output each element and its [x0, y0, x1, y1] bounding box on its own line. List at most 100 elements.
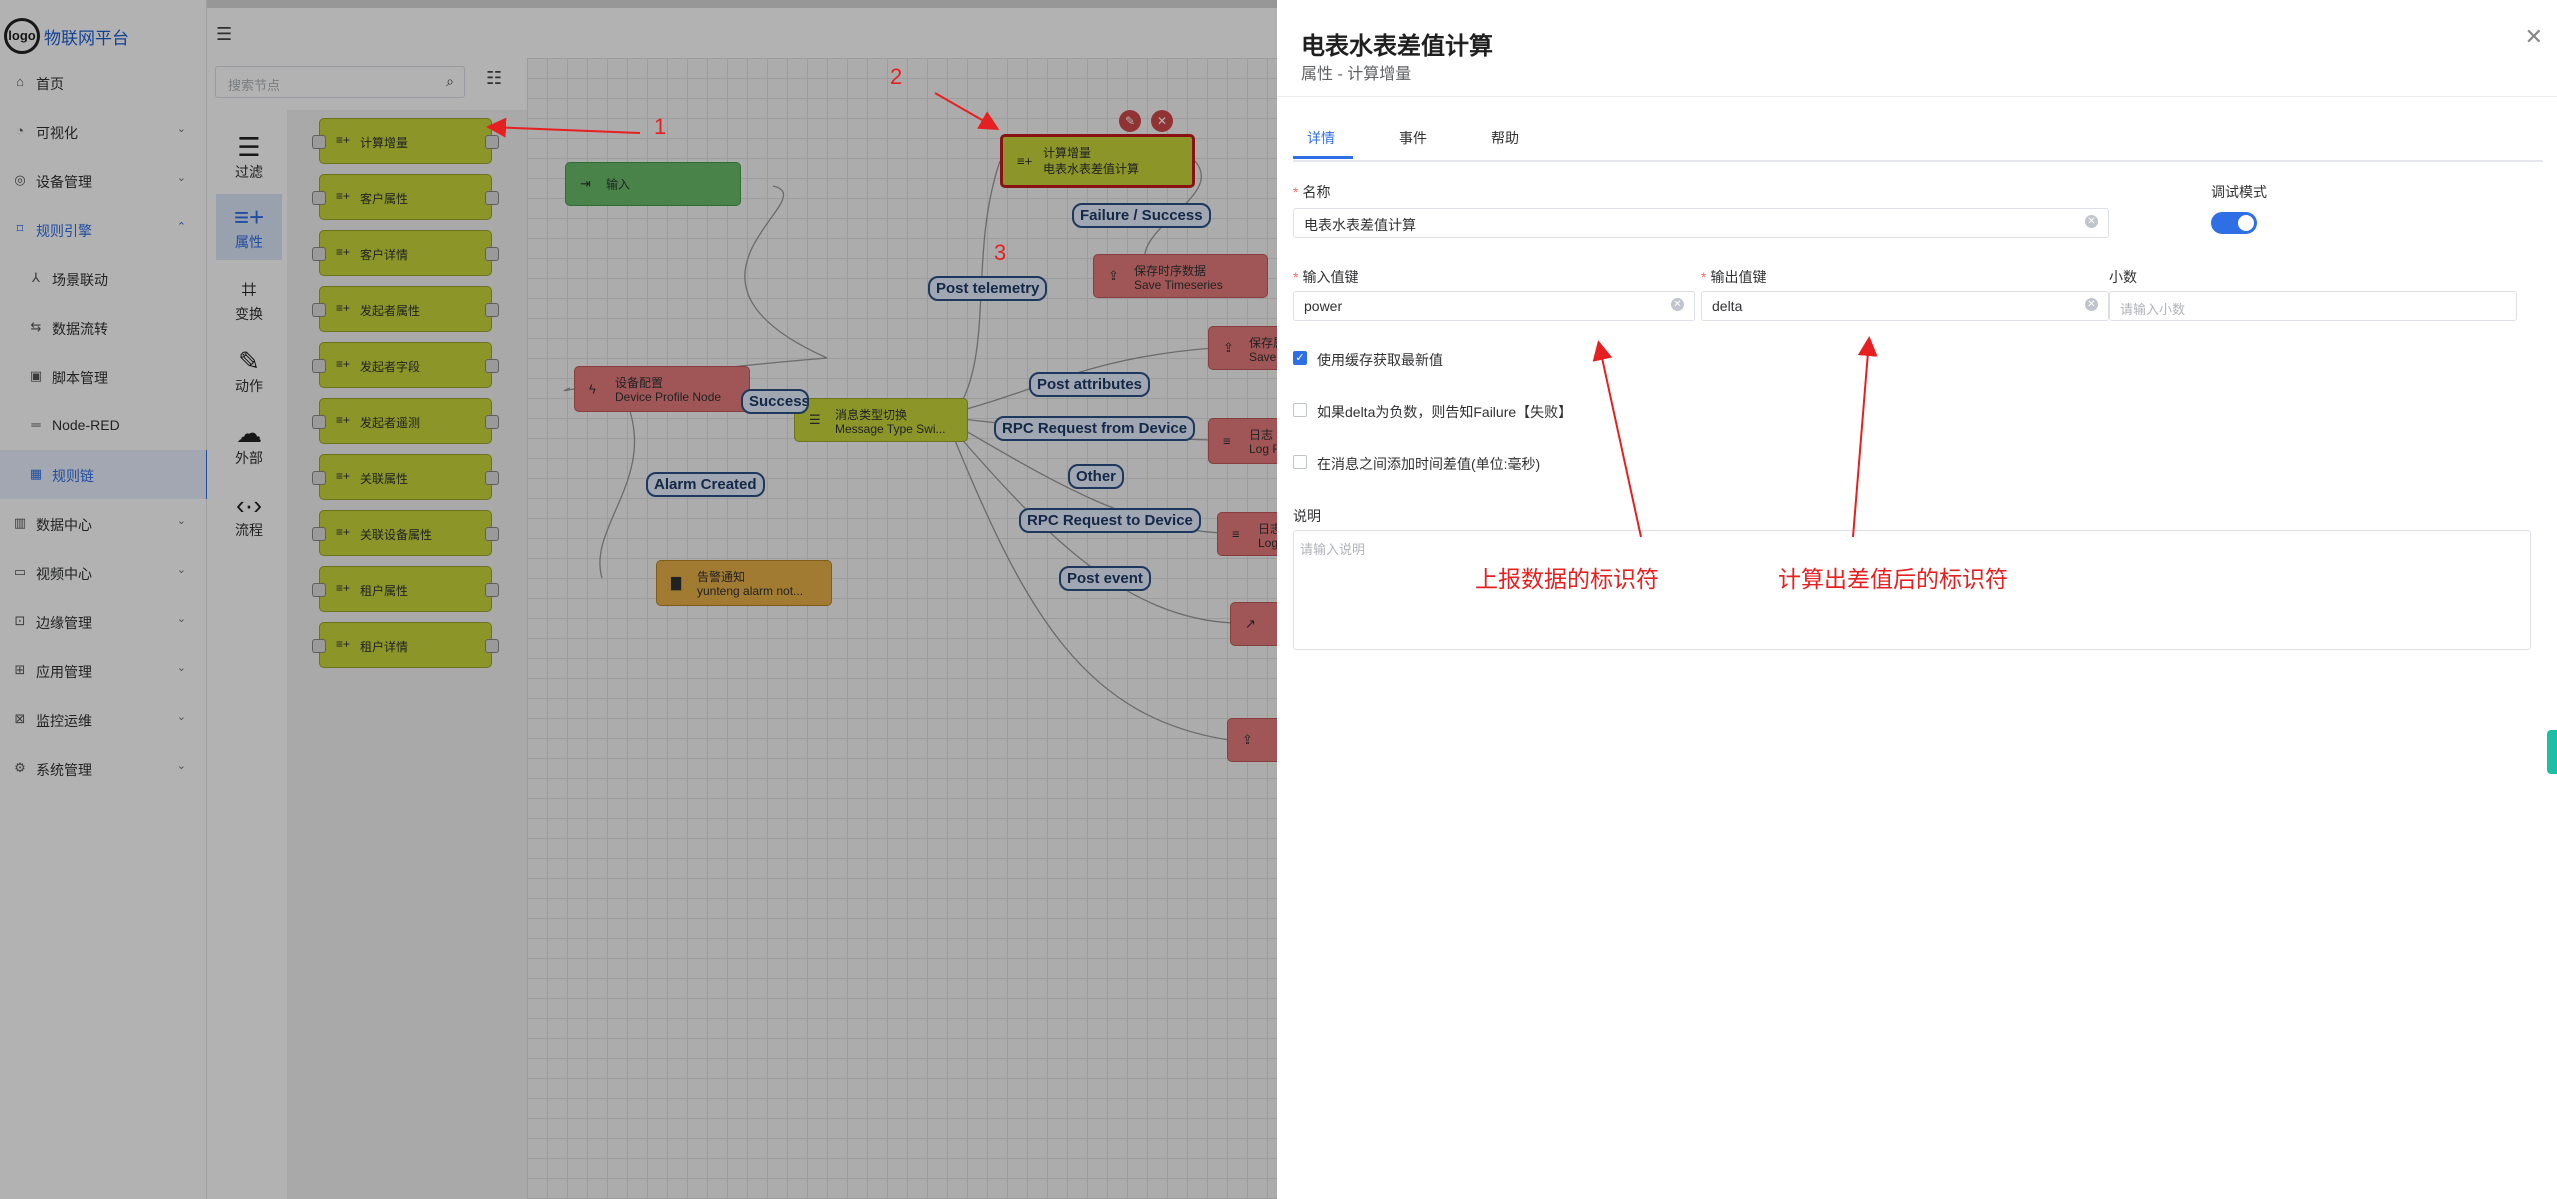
menu-item-device-management[interactable]: ◎ 设备管理 ⌄	[0, 156, 206, 205]
library-node-label: 客户详情	[360, 248, 409, 262]
edge-label-post-attributes[interactable]: Post attributes	[1029, 372, 1151, 397]
menu-label: 系统管理	[36, 762, 92, 778]
edge-label-rpc-from-device[interactable]: RPC Request from Device	[994, 416, 1196, 441]
app-title[interactable]: 物联网平台	[44, 29, 129, 48]
library-node[interactable]: ≡+发起者字段	[312, 342, 499, 388]
attribute-node-icon: ≡+	[336, 469, 351, 483]
menu-label: 设备管理	[36, 174, 92, 190]
menu-item-edge-management[interactable]: ⊡ 边缘管理 ⌄	[0, 597, 206, 646]
close-icon[interactable]: ✕	[2524, 24, 2543, 49]
category-filter[interactable]: ☰ 过滤	[216, 124, 282, 190]
category-external[interactable]: ☁ 外部	[216, 410, 282, 476]
canvas-node-sublabel: Device Profile Node	[615, 390, 722, 404]
library-node[interactable]: ≡+客户详情	[312, 230, 499, 276]
category-attribute[interactable]: ≡+ 属性	[216, 194, 282, 260]
input-port	[312, 191, 326, 205]
canvas-node-message-type-switch[interactable]: ☰ 消息类型切换 Message Type Swi...	[794, 398, 968, 442]
category-transform[interactable]: ⌗ 变换	[216, 266, 282, 332]
edit-node-icon[interactable]: ✎	[1119, 110, 1141, 132]
library-menu-icon[interactable]: ☷	[486, 68, 503, 88]
menu-item-data-flow[interactable]: ⇆ 数据流转	[0, 303, 206, 352]
annotation-input-key-note: 上报数据的标识符	[1475, 566, 1659, 592]
chevron-down-icon: ⌄	[176, 123, 186, 135]
canvas-node-input[interactable]: ⇥ 输入	[565, 162, 741, 206]
debug-mode-toggle[interactable]	[2211, 212, 2257, 234]
canvas-node-action-right-2[interactable]: ⇪	[1227, 718, 1277, 762]
decimals-input[interactable]: 请输入小数	[2109, 291, 2517, 321]
input-port	[312, 359, 326, 373]
canvas-node-log-2[interactable]: ≡ 日志 Log	[1217, 512, 1277, 556]
canvas-node-calc-delta[interactable]: ≡+ 计算增量 电表水表差值计算	[1000, 134, 1195, 188]
library-node[interactable]: ≡+发起者遥测	[312, 398, 499, 444]
drawer-title: 电表水表差值计算	[1301, 33, 1493, 60]
checkbox-box[interactable]	[1293, 403, 1307, 417]
tab-details[interactable]: 详情	[1307, 130, 1335, 146]
decimals-label: 小数	[2109, 269, 2137, 285]
canvas-node-save-attributes[interactable]: ⇪ 保存属 Save	[1208, 326, 1277, 370]
modal-overlay[interactable]	[0, 0, 1277, 1199]
node-search-input[interactable]: 搜索节点 ⌕	[215, 66, 465, 98]
tab-events[interactable]: 事件	[1399, 130, 1427, 146]
attribute-node-icon: ≡+	[336, 301, 351, 315]
clear-icon[interactable]: ✕	[2085, 298, 2098, 311]
library-node[interactable]: ≡+租户属性	[312, 566, 499, 612]
menu-item-rule-engine[interactable]: ⌑ 规则引擎 ⌃	[0, 205, 206, 254]
checkbox-checked-icon[interactable]: ✓	[1293, 351, 1307, 365]
menu-item-visualization[interactable]: ◔ 可视化 ⌄	[0, 107, 206, 156]
edge-label-success[interactable]: Success	[741, 389, 809, 414]
rule-chain-canvas[interactable]: ⇥ 输入 ≡+ 计算增量 电表水表差值计算 ✎ ✕ ⇪ 保存时序数据 Save …	[527, 58, 1277, 1199]
checkbox-box[interactable]	[1293, 455, 1307, 469]
output-port	[485, 359, 499, 373]
side-scroll-handle[interactable]	[2547, 730, 2557, 774]
menu-item-system-management[interactable]: ⚙ 系统管理 ⌄	[0, 744, 206, 793]
category-flow[interactable]: ‹·› 流程	[216, 482, 282, 548]
name-input[interactable]: 电表水表差值计算 ✕	[1293, 208, 2109, 238]
delete-node-icon[interactable]: ✕	[1151, 110, 1173, 132]
menu-item-node-red[interactable]: ═ Node-RED	[0, 401, 206, 450]
clear-icon[interactable]: ✕	[1671, 298, 1684, 311]
canvas-node-log-1[interactable]: ≡ 日志 Log R	[1208, 418, 1277, 464]
menu-item-rule-chain[interactable]: ▦ 规则链	[0, 450, 209, 499]
library-node-label: 关联属性	[360, 472, 409, 486]
input-key-input[interactable]: power ✕	[1293, 291, 1695, 321]
menu-collapse-icon[interactable]: ☰	[216, 24, 233, 44]
menu-item-app-management[interactable]: ⊞ 应用管理 ⌄	[0, 646, 206, 695]
canvas-node-alarm-notify[interactable]: ▇ 告警通知 yunteng alarm not...	[656, 560, 832, 606]
menu-item-video-center[interactable]: ▭ 视频中心 ⌄	[0, 548, 206, 597]
clear-icon[interactable]: ✕	[2085, 215, 2098, 228]
category-action[interactable]: ✎ 动作	[216, 338, 282, 404]
library-node[interactable]: ≡+发起者属性	[312, 286, 499, 332]
canvas-node-save-timeseries[interactable]: ⇪ 保存时序数据 Save Timeseries	[1093, 254, 1268, 298]
menu-item-data-center[interactable]: ▥ 数据中心 ⌄	[0, 499, 206, 548]
edge-label-post-event[interactable]: Post event	[1059, 566, 1151, 591]
menu-item-scene-linkage[interactable]: ⅄ 场景联动	[0, 254, 206, 303]
checkbox-label: 在消息之间添加时间差值(单位:毫秒)	[1317, 456, 1541, 472]
tab-help[interactable]: 帮助	[1491, 130, 1519, 146]
canvas-node-action-right-1[interactable]: ↗	[1230, 602, 1277, 646]
canvas-node-device-profile[interactable]: ϟ 设备配置 Device Profile Node	[574, 366, 750, 412]
menu-item-script-management[interactable]: ▣ 脚本管理	[0, 352, 206, 401]
menu-item-home[interactable]: ⌂ 首页	[0, 58, 206, 107]
edge-label-rpc-to-device[interactable]: RPC Request to Device	[1019, 508, 1201, 533]
library-node[interactable]: ≡+计算增量	[312, 118, 499, 164]
chevron-down-icon: ⌄	[176, 662, 186, 674]
menu-item-monitoring[interactable]: ⊠ 监控运维 ⌄	[0, 695, 206, 744]
edge-label-other[interactable]: Other	[1068, 464, 1125, 489]
library-node[interactable]: ≡+ 关联属性	[312, 454, 499, 500]
flow-icon: ‹·›	[236, 490, 262, 520]
rule-engine-icon: ⌑	[16, 221, 24, 236]
menu-label: 数据中心	[36, 517, 92, 533]
library-node[interactable]: ≡+客户属性	[312, 174, 499, 220]
description-textarea[interactable]: 请输入说明	[1293, 530, 2531, 650]
edge-label-alarm-created[interactable]: Alarm Created	[646, 472, 765, 497]
canvas-node-label: 设备配置	[615, 376, 664, 390]
upload-icon: ⇪	[1108, 268, 1119, 283]
library-node[interactable]: ≡+关联设备属性	[312, 510, 499, 556]
edge-label-failure-success[interactable]: Failure / Success	[1072, 203, 1211, 228]
canvas-node-label: 消息类型切换	[835, 408, 908, 422]
output-key-input[interactable]: delta ✕	[1701, 291, 2109, 321]
library-node[interactable]: ≡+租户详情	[312, 622, 499, 668]
drawer-subtitle: 属性 - 计算增量	[1301, 66, 1412, 83]
video-icon: ▭	[13, 564, 27, 579]
edge-label-post-telemetry[interactable]: Post telemetry	[928, 276, 1048, 301]
